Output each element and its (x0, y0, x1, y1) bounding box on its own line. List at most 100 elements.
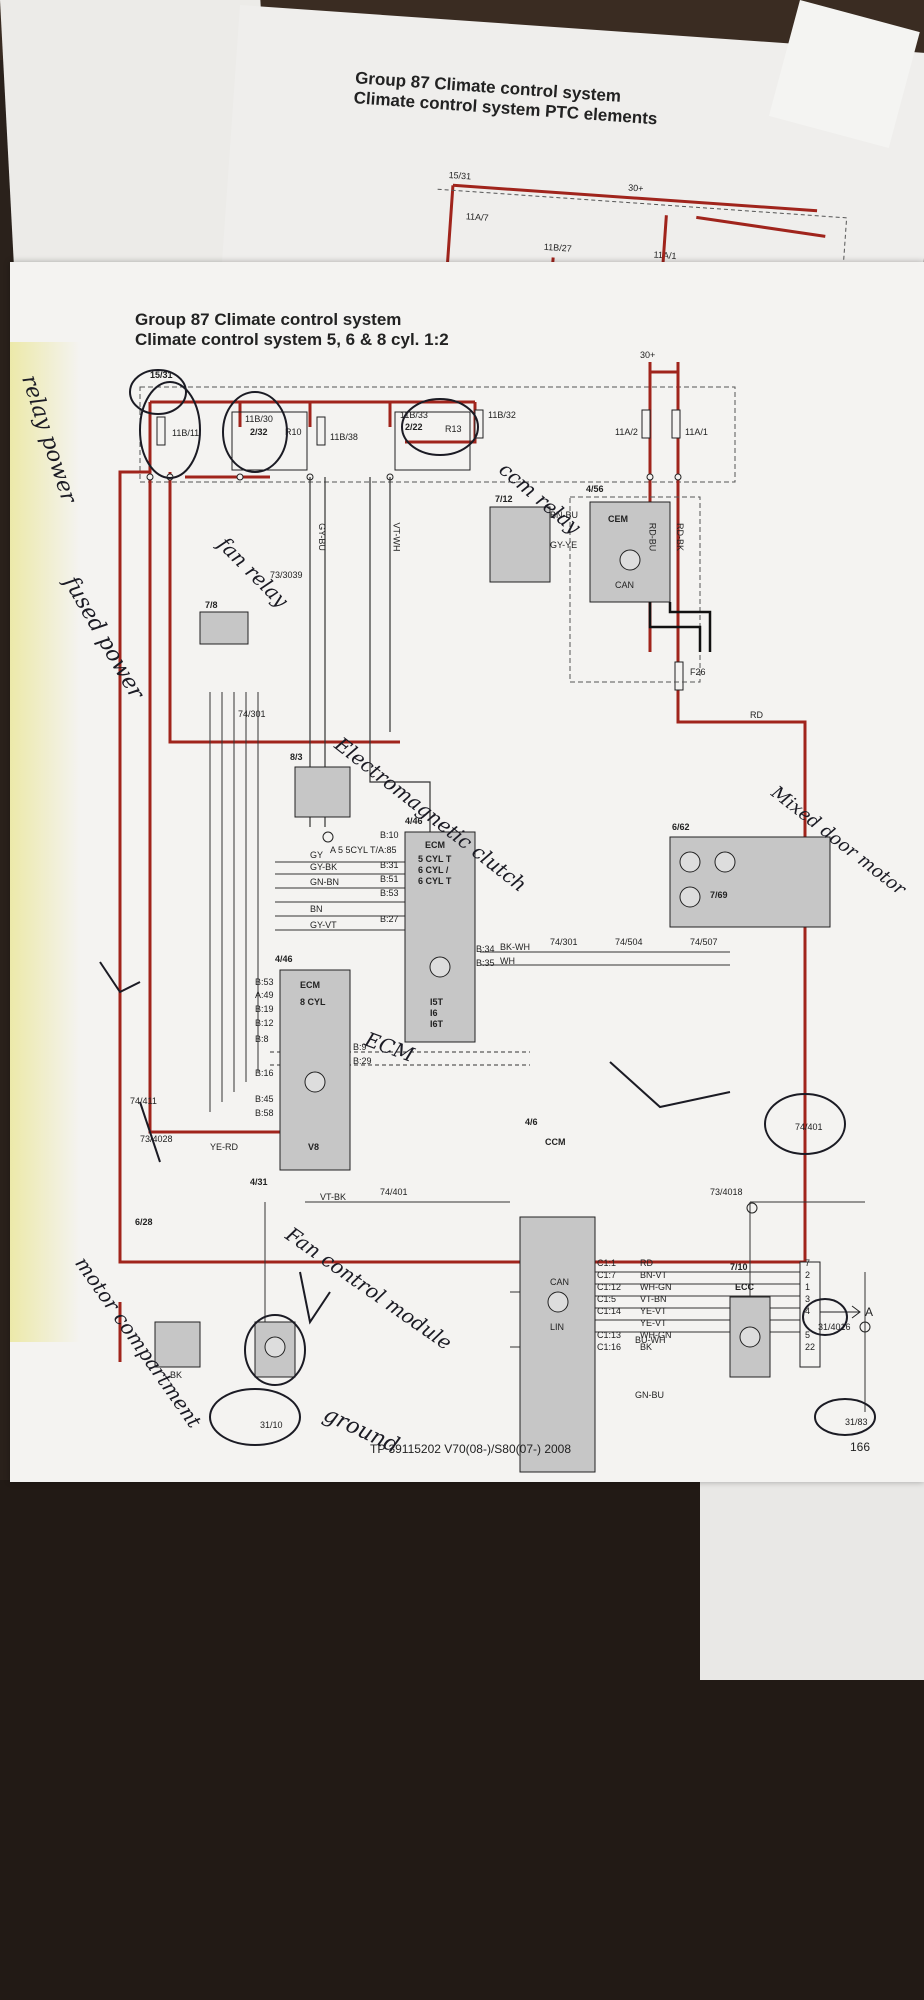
label-2-32: 2/32 (250, 427, 268, 437)
ecm-i-pin: B:10 (380, 830, 399, 840)
wire-bk: BK (170, 1370, 183, 1380)
ccm-term: 1 (805, 1282, 811, 1292)
label-31-10: 31/10 (260, 1420, 283, 1430)
ecm-v8-pin: A:49 (255, 990, 274, 1000)
label-8-3: 8/3 (290, 752, 303, 762)
ecm-v8-pin: B:29 (353, 1056, 372, 1066)
label-f26: F26 (690, 667, 706, 677)
label-6-62: 6/62 (672, 822, 690, 832)
label-74-301-top: 74/301 (238, 709, 266, 719)
ccm-wire: WH-GN (640, 1282, 672, 1292)
wire-gy-bk: GY-BK (310, 862, 338, 872)
label-74-401-right: 74/401 (795, 1122, 823, 1132)
label-ccm-lin: LIN (550, 1322, 565, 1332)
ccm-wire: VT-BN (640, 1294, 667, 1304)
ccm-wire: YE-VT (640, 1318, 667, 1328)
ecm-v8-pin: B:8 (255, 1034, 269, 1044)
label-cem: CEM (608, 514, 628, 524)
ccm-pin: C1:5 (597, 1294, 617, 1304)
ccm-term: 7 (805, 1258, 811, 1268)
label-ecm-v8-id: 4/46 (275, 954, 293, 964)
ccm-term: 2 (805, 1270, 811, 1280)
label-output-a: A (865, 1305, 874, 1319)
label-ccm: CCM (545, 1137, 566, 1147)
label-ecm-i-variant-2: 6 CYL / (418, 865, 449, 875)
ecm-v8-pin: B:19 (255, 1004, 274, 1014)
wire-rd: RD (750, 710, 763, 720)
page-number: 166 (850, 1440, 871, 1454)
label-7-10: 7/10 (730, 1262, 748, 1272)
ecm-v8-pin: B:58 (255, 1108, 274, 1118)
ccm-pin: C1:7 (597, 1270, 617, 1280)
wire-ye-rd: YE-RD (210, 1142, 239, 1152)
label-11a-2: 11A/2 (615, 427, 638, 437)
wire-bn-bu: BN-BU (550, 510, 579, 520)
ccm-wire: BK (640, 1342, 653, 1352)
label-ecm-i-engine-2: I6 (430, 1008, 438, 1018)
wire-gn-bn: GN-BN (310, 877, 339, 887)
label-ecm-i-engine-3: I6T (430, 1019, 444, 1029)
label-15-31: 15/31 (150, 370, 173, 380)
label-11b-11: 11B/11 (172, 428, 200, 438)
label-30-plus: 30+ (640, 350, 656, 360)
ecm-i-pin: B:51 (380, 874, 399, 884)
label-ecc: ECC (735, 1282, 755, 1292)
label-cem-can: CAN (615, 580, 635, 590)
ecm-i-pin: B:53 (380, 888, 399, 898)
ccm-wire: WH-GN (640, 1330, 672, 1340)
label-ecm-i-name: ECM (425, 840, 445, 850)
label-ecm-v8-name: ECM (300, 980, 320, 990)
label-74-301: 74/301 (550, 937, 578, 947)
label-r10: R10 (285, 427, 302, 437)
ecm-i-pin: B:35 (476, 958, 495, 968)
label-11b-30: 11B/30 (245, 414, 273, 424)
wire-bu-wh: BU-WH (635, 1335, 666, 1345)
ccm-term: 3 (805, 1294, 811, 1304)
label-4-56: 4/56 (586, 484, 604, 494)
ecm-i-pin: B:27 (380, 914, 399, 924)
ecm-v8-pin: B:16 (255, 1068, 274, 1078)
ecm-i-pin: B:34 (476, 944, 495, 954)
wire-vt-bk: VT-BK (320, 1192, 347, 1202)
handwritten-marks (99, 369, 876, 1446)
ccm-pin: C1:1 (597, 1258, 617, 1268)
label-ecm-v8-engine: V8 (308, 1142, 320, 1152)
label-4-6: 4/6 (525, 1117, 538, 1127)
ccm-pin: C1:14 (597, 1306, 622, 1316)
label-31-83: 31/83 (845, 1417, 868, 1427)
wire-bn: BN (310, 904, 323, 914)
label-2-22: 2/22 (405, 422, 423, 432)
label-ecm-i-id: 4/46 (405, 816, 423, 826)
label-ecm-i-variant-1: 5 CYL T (418, 854, 452, 864)
label-74-411: 74/411 (130, 1096, 157, 1106)
wiring-diagram (118, 362, 871, 1473)
label-11b-32: 11B/32 (488, 410, 516, 420)
wire-gn-bu: GN-BU (635, 1390, 664, 1400)
label-r13: R13 (445, 424, 462, 434)
wire-wh: WH (500, 956, 515, 966)
label-73-4018: 73/4018 (710, 1187, 743, 1197)
label-73-3039: 73/3039 (270, 570, 303, 580)
ccm-wire: RD (640, 1258, 653, 1268)
label-4-31: 4/31 (250, 1177, 268, 1187)
label-74-401-mid: 74/401 (380, 1187, 408, 1197)
label-74-504: 74/504 (615, 937, 643, 947)
ecm-i-pin: B:31 (380, 860, 399, 870)
label-7-8: 7/8 (205, 600, 218, 610)
label-7-12: 7/12 (495, 494, 513, 504)
diagram-title-1: Group 87 Climate control system (135, 310, 402, 329)
ccm-pin: C1:12 (597, 1282, 622, 1292)
ccm-term: 5 (805, 1330, 811, 1340)
label-31-4016: 31/4016 (818, 1322, 851, 1332)
ccm-term: 22 (805, 1342, 816, 1352)
ecm-v8-pin: B:45 (255, 1094, 274, 1104)
ccm-term: 4 (805, 1306, 811, 1316)
label-6-28: 6/28 (135, 1217, 153, 1227)
main-diagram-sheet: Group 87 Climate control system Climate … (10, 262, 924, 1482)
label-ecm-v8-sub: 8 CYL (300, 997, 326, 1007)
diagram-title-2: Climate control system 5, 6 & 8 cyl. 1:2 (135, 330, 449, 349)
ecm-v8-pin: B:12 (255, 1018, 274, 1028)
ecm-v8-pin: B:9 (353, 1042, 367, 1052)
label-ecm-i-engine-1: I5T (430, 997, 444, 1007)
